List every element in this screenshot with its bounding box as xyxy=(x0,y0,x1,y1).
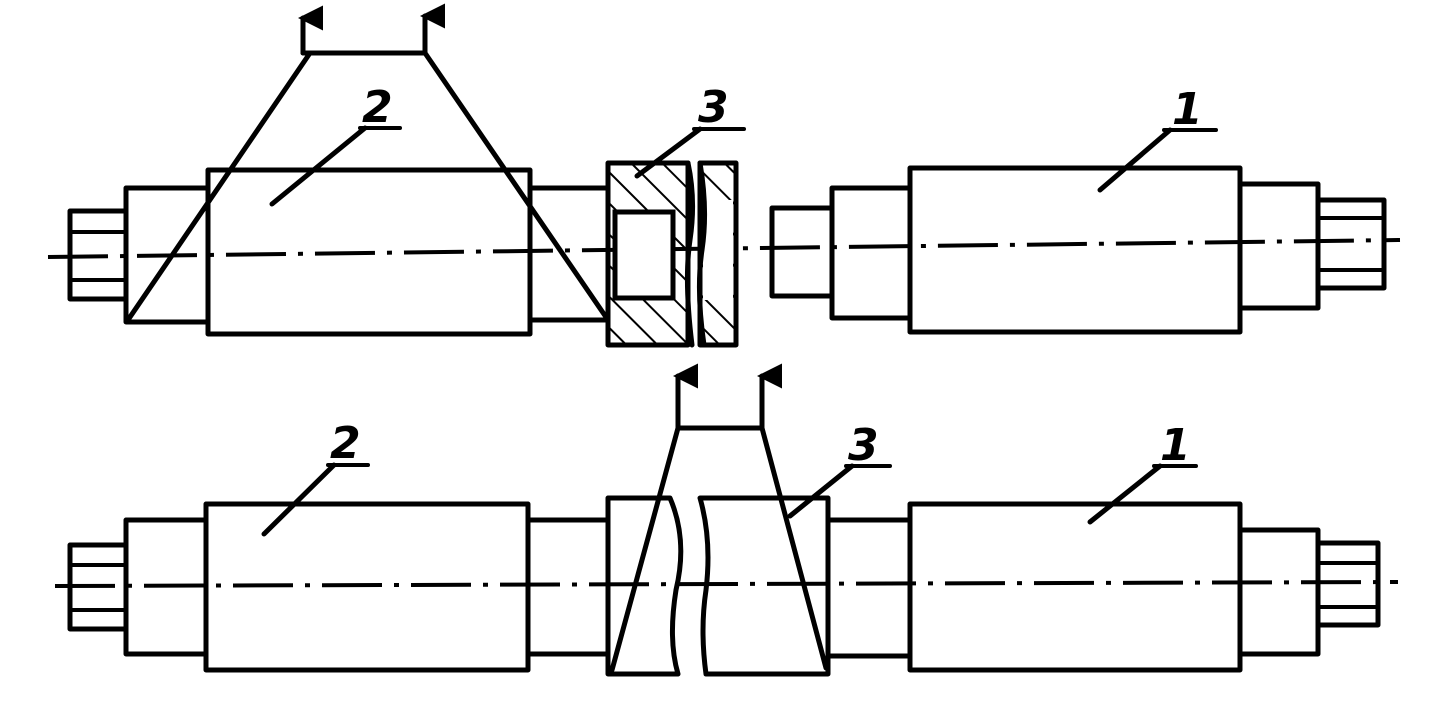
bottom-label-1: 1 xyxy=(1160,420,1191,471)
top-probe-left xyxy=(125,50,313,323)
bottom-part-1-shaft xyxy=(825,501,1381,673)
top-right-journal-small-left xyxy=(769,205,835,299)
bottom-labels: 2 3 1 xyxy=(261,418,1198,537)
top-probe-right xyxy=(422,50,611,323)
bottom-label-2: 2 xyxy=(330,418,361,469)
top-right-journal-step-left xyxy=(829,185,913,321)
bottom-leader-3 xyxy=(787,463,855,519)
bottom-right-journal-small xyxy=(1315,540,1381,628)
bottom-coupling-right-half xyxy=(697,495,831,677)
bottom-leader-1 xyxy=(1087,463,1163,525)
bottom-coupling-left-half xyxy=(605,495,684,677)
top-leader-1 xyxy=(1097,127,1173,193)
top-sleeve-break-left xyxy=(684,160,696,348)
bottom-measurement-lines xyxy=(609,363,829,673)
bottom-part-1-body xyxy=(907,501,1243,673)
top-leader-2 xyxy=(269,125,368,207)
top-labels: 2 3 1 xyxy=(269,82,1218,207)
top-label-1: 1 xyxy=(1172,84,1203,135)
bottom-right-neck xyxy=(825,517,913,659)
top-measurement-lines xyxy=(125,3,611,323)
bottom-part-3-coupling xyxy=(605,495,831,677)
top-part-2-shaft xyxy=(67,167,611,337)
top-part-1-body xyxy=(907,165,1243,335)
bottom-probe-left xyxy=(609,425,681,673)
bottom-probe-right xyxy=(759,425,829,671)
top-leader-3 xyxy=(634,126,703,179)
top-right-journal-small-right xyxy=(1315,197,1387,291)
bottom-view: 2 3 1 xyxy=(54,363,1399,677)
top-label-2: 2 xyxy=(362,82,393,133)
bottom-part-2-neck xyxy=(525,517,611,657)
top-sleeve-bore xyxy=(612,209,676,301)
top-part-1-shaft xyxy=(769,165,1387,335)
top-right-journal-step-right xyxy=(1237,181,1321,311)
bottom-right-journal-step xyxy=(1237,527,1321,657)
top-part-3-sleeve-section xyxy=(605,160,739,348)
bottom-label-3: 3 xyxy=(848,420,879,471)
top-sleeve-break-right xyxy=(696,160,708,348)
bottom-leader-2 xyxy=(261,462,337,537)
top-view: 2 3 1 xyxy=(47,3,1401,348)
top-label-3: 3 xyxy=(698,82,729,133)
bottom-center-axis xyxy=(54,580,1399,588)
